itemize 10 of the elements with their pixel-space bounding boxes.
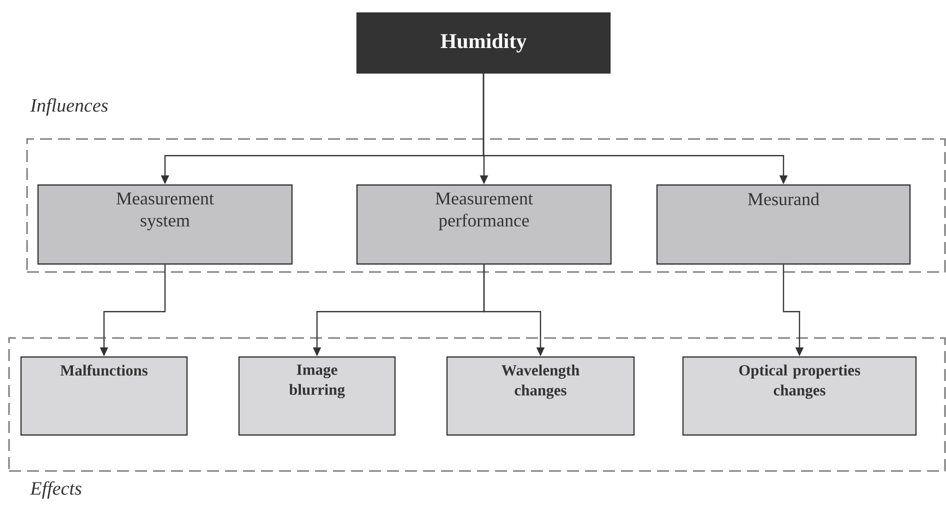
effect-box: Optical properties changes [682, 356, 917, 436]
group-heading: Influences [30, 98, 108, 116]
influence-box: Mesurand [656, 184, 911, 265]
title-box: Humidity [356, 12, 611, 74]
influence-box: Measurement system [37, 184, 293, 265]
group-heading: Effects [30, 481, 82, 499]
effect-box: Image blurring [238, 356, 396, 436]
effect-box: Malfunctions [20, 356, 188, 436]
effect-box: Wavelength changes [446, 356, 635, 436]
influence-box: Measurement performance [356, 184, 612, 265]
